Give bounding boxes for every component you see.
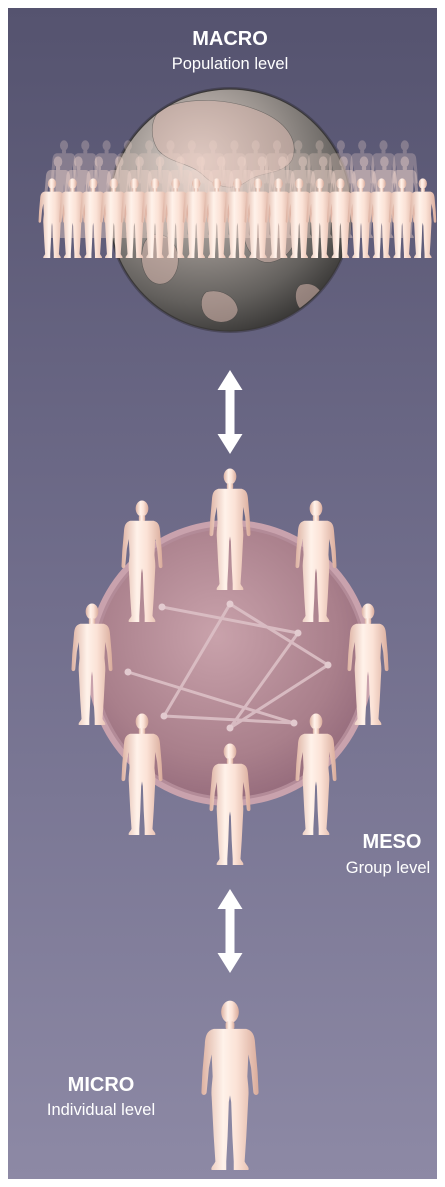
macro-title: MACRO <box>192 28 268 50</box>
meso-title: MESO <box>363 831 422 853</box>
meso-subtitle: Group level <box>346 859 430 877</box>
macro-subtitle: Population level <box>172 55 289 73</box>
micro-subtitle: Individual level <box>47 1101 155 1119</box>
micro-title: MICRO <box>68 1074 135 1096</box>
